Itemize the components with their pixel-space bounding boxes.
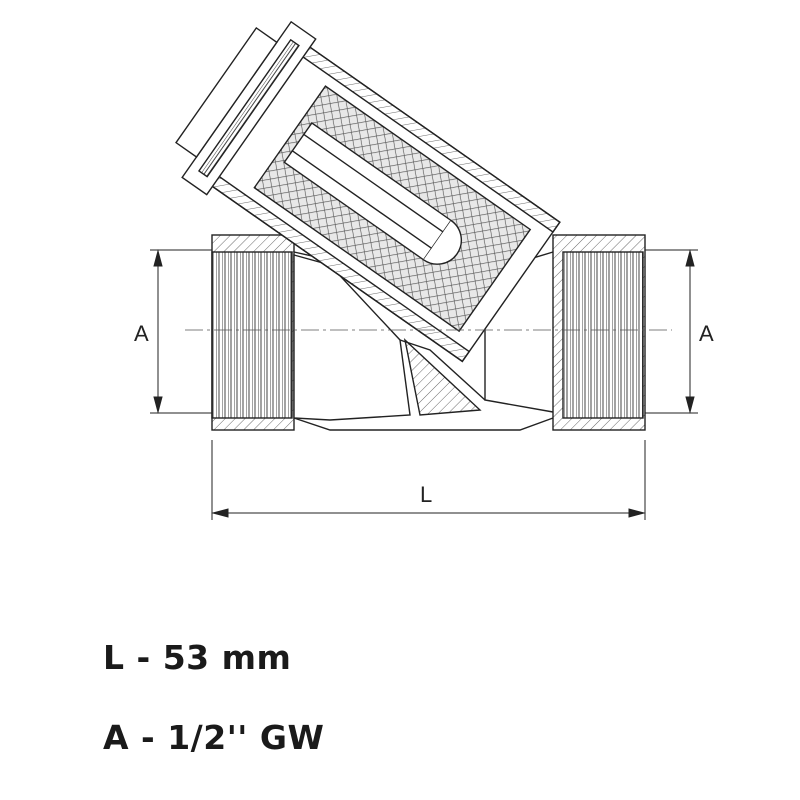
valve-body [175,20,646,431]
dimension-a-right-label: A [699,321,714,346]
dimension-a-left-label: A [134,321,149,346]
dimension-l [211,440,646,520]
center-web [403,338,482,416]
dimension-l-label: L [420,482,432,507]
connection-spec: A - 1/2'' GW [103,718,325,757]
right-thread [562,251,644,419]
filter-core [283,122,453,261]
strainer-drawing: A A L [134,20,714,520]
left-thread [211,251,293,419]
dimension-a-right [645,249,698,414]
dimension-a-left [150,249,212,414]
length-spec: L - 53 mm [103,638,292,677]
